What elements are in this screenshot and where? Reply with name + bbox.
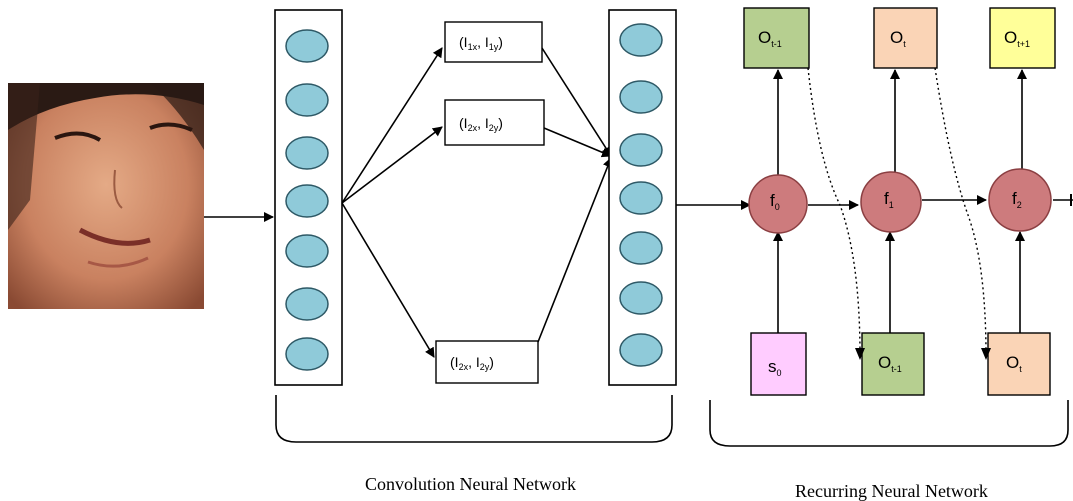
- cnn-input-node: [285, 184, 329, 218]
- face-photo: [8, 83, 204, 309]
- arrow-to-feature-2: [341, 126, 443, 204]
- feedback-arrowhead-1: [855, 348, 865, 360]
- cnn-input-node: [285, 234, 329, 268]
- input-box-bottom-1: s0: [750, 332, 807, 396]
- input-label-bottom-1: s0: [768, 357, 782, 378]
- rnn-cell-f2: f2: [988, 168, 1052, 232]
- input-label-bottom-2: Ot-1: [878, 353, 902, 374]
- rnn-cell-label-f1: f1: [884, 189, 894, 210]
- output-box-top-3: Ot+1: [989, 7, 1056, 69]
- arrow-from-feature-3: [537, 157, 613, 343]
- arrow-to-feature-1: [341, 47, 443, 204]
- cnn-output-node: [619, 133, 663, 167]
- cnn-output-node: [619, 333, 663, 367]
- feature-box-1: (I1x, I1y): [444, 21, 543, 63]
- cnn-input-node: [285, 337, 329, 371]
- feedback-arrowhead-2: [981, 348, 991, 360]
- input-label-bottom-3: Ot: [1006, 353, 1022, 374]
- cnn-brace: [275, 395, 673, 443]
- arrow-from-feature-1: [541, 47, 612, 157]
- cnn-input-node: [285, 287, 329, 321]
- cnn-output-node: [619, 231, 663, 265]
- arrow-to-feature-3: [341, 202, 435, 358]
- rnn-cell-f0: f0: [748, 174, 808, 234]
- feature-box-3: (I2x, I2y): [435, 340, 539, 384]
- rnn-cell-label-f2: f2: [1012, 189, 1022, 210]
- cnn-output-node: [619, 281, 663, 315]
- rnn-caption: Recurring Neural Network: [795, 481, 988, 501]
- cnn-input-column: [274, 9, 343, 386]
- cnn-caption: Convolution Neural Network: [365, 474, 576, 494]
- cnn-output-node: [619, 181, 663, 215]
- output-label-top-1: Ot-1: [758, 28, 782, 49]
- feedback-dotted-2: [934, 67, 987, 357]
- cnn-output-column: [608, 9, 677, 386]
- cnn-input-node: [285, 83, 329, 117]
- cnn-input-node: [285, 29, 329, 63]
- cnn-output-node: [619, 80, 663, 114]
- cnn-output-node: [619, 23, 663, 57]
- output-box-top-2: Ot: [873, 7, 938, 69]
- feature-label-3: (I2x, I2y): [450, 354, 494, 372]
- feature-label-1: (I1x, I1y): [459, 34, 503, 52]
- input-box-bottom-2: Ot-1: [861, 332, 925, 396]
- rnn-brace: [709, 400, 1069, 447]
- output-label-top-2: Ot: [890, 28, 906, 49]
- feature-label-2: (I2x, I2y): [459, 115, 503, 133]
- rnn-cell-f1: f1: [860, 171, 922, 233]
- input-box-bottom-3: Ot: [987, 332, 1051, 396]
- cnn-input-node: [285, 136, 329, 170]
- output-label-top-3: Ot+1: [1004, 28, 1030, 49]
- feature-box-2: (I2x, I2y): [444, 99, 545, 146]
- feedback-dotted-1: [807, 67, 861, 357]
- rnn-cell-label-f0: f0: [770, 191, 780, 212]
- output-box-top-1: Ot-1: [743, 7, 810, 69]
- arrow-from-feature-2: [543, 127, 612, 158]
